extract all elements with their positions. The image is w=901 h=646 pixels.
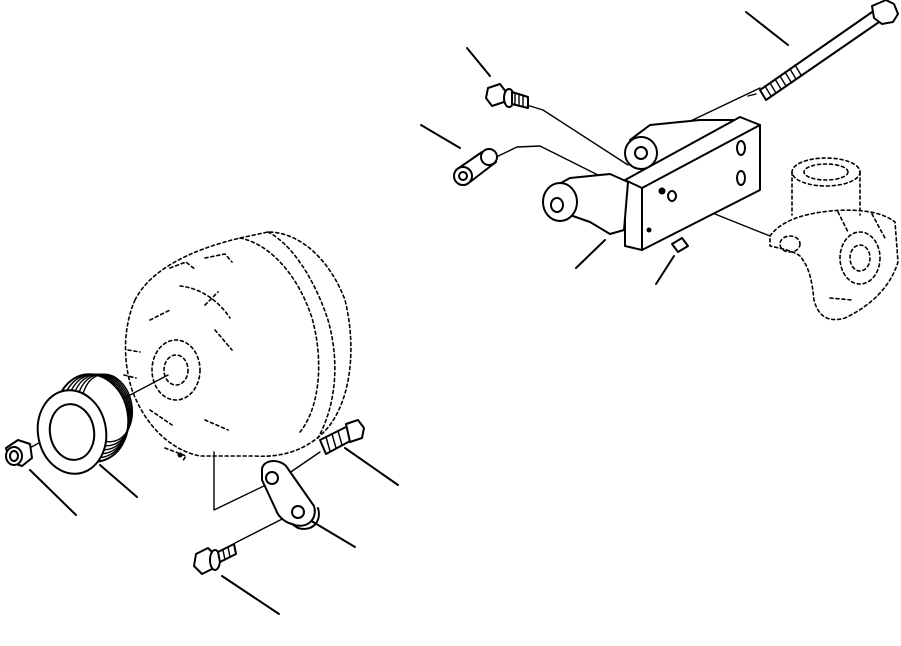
axis-flange-bolt [519,102,629,166]
callout-leaders [29,11,789,615]
flange-bolt [485,83,529,109]
water-pump [769,157,899,321]
spacer-bushing [453,148,498,186]
leader-bracket [575,239,606,269]
bracket-through-bolt [747,0,899,101]
leader-dowel-pin [655,255,675,285]
pulley-nut [5,439,33,467]
leader-through-bolt [745,11,789,46]
link-bolt-upper [319,419,365,455]
alternator [123,231,352,463]
axis-alternator-to-link [213,451,269,511]
leader-pulley [99,464,138,498]
pulley [36,373,134,475]
axis-spacer [489,145,641,197]
adjusting-link [261,460,320,530]
leader-pulley-nut [29,469,77,516]
leader-spacer-bushing [420,124,461,149]
leader-link-bolt-lower [221,575,280,615]
leader-link-bolt-upper [344,447,399,486]
leader-flange-bolt [466,47,491,77]
alternator-mounting-bracket [542,116,761,251]
dowel-pin [671,237,689,253]
link-bolt-lower [193,543,237,575]
